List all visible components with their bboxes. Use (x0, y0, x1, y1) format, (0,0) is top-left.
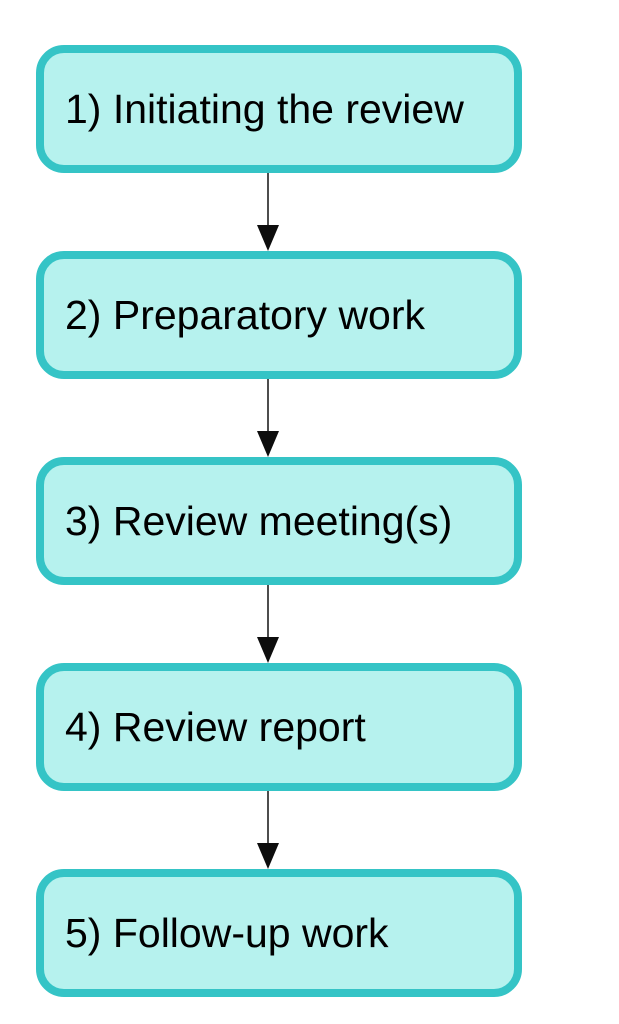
arrow-down-icon (257, 431, 279, 457)
arrow-line (267, 791, 269, 843)
arrow-line (267, 379, 269, 431)
flow-step-review-report: 4) Review report (36, 663, 522, 791)
flow-step-review-meetings: 3) Review meeting(s) (36, 457, 522, 585)
flow-arrow-1-to-2 (257, 173, 279, 251)
flow-step-label: 4) Review report (65, 703, 366, 750)
arrow-line (267, 585, 269, 637)
flow-arrow-2-to-3 (257, 379, 279, 457)
flow-step-label: 3) Review meeting(s) (65, 497, 453, 544)
flow-arrow-3-to-4 (257, 585, 279, 663)
arrow-line (267, 173, 269, 225)
arrow-down-icon (257, 843, 279, 869)
arrow-down-icon (257, 225, 279, 251)
flow-step-initiating-review: 1) Initiating the review (36, 45, 522, 173)
flow-step-preparatory-work: 2) Preparatory work (36, 251, 522, 379)
flow-step-label: 1) Initiating the review (65, 85, 464, 132)
arrow-down-icon (257, 637, 279, 663)
flow-arrow-4-to-5 (257, 791, 279, 869)
flow-step-label: 2) Preparatory work (65, 291, 426, 338)
flow-step-follow-up-work: 5) Follow-up work (36, 869, 522, 997)
flow-step-label: 5) Follow-up work (65, 909, 389, 956)
